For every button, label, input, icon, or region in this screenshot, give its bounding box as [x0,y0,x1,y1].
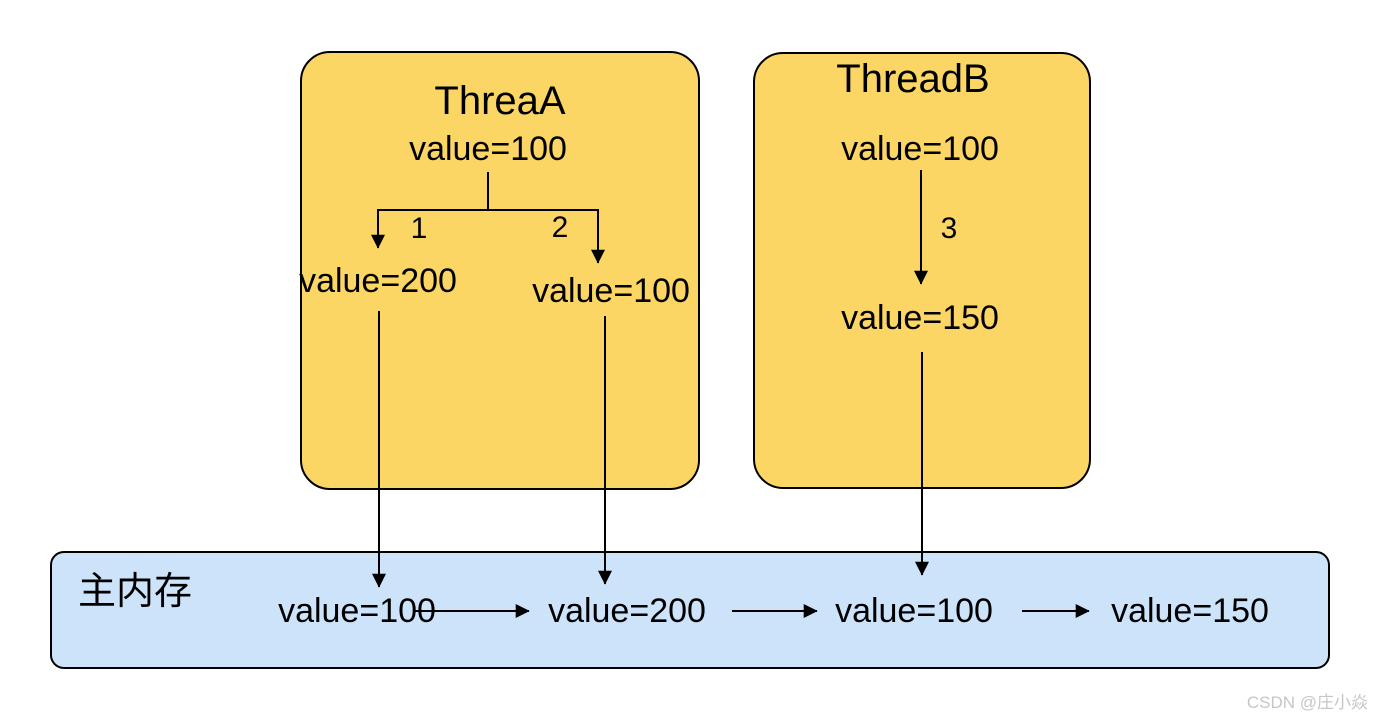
csdn-watermark: CSDN @庄小焱 [1246,693,1368,712]
thread-a-step2-label: 2 [551,211,569,244]
memory-value-2: value=200 [548,592,706,630]
thread-a-step1-label: 1 [410,212,428,245]
main-memory-label: 主内存 [78,571,193,613]
thread-b-box [753,52,1091,489]
memory-value-1: value=100 [278,592,436,630]
thread-a-step1-result: value=200 [299,262,457,300]
memory-value-4: value=150 [1111,592,1269,630]
thread-b-initial-value: value=100 [841,130,999,168]
thread-b-step3-label: 3 [940,212,958,245]
thread-a-title: ThreaA [434,79,566,123]
memory-value-3: value=100 [835,592,993,630]
thread-a-initial-value: value=100 [409,130,567,168]
thread-a-step2-result: value=100 [532,272,690,310]
main-memory-box [50,551,1330,669]
thread-a-box [300,51,700,490]
thread-b-step3-result: value=150 [841,299,999,337]
thread-b-title: ThreadB [836,57,990,101]
